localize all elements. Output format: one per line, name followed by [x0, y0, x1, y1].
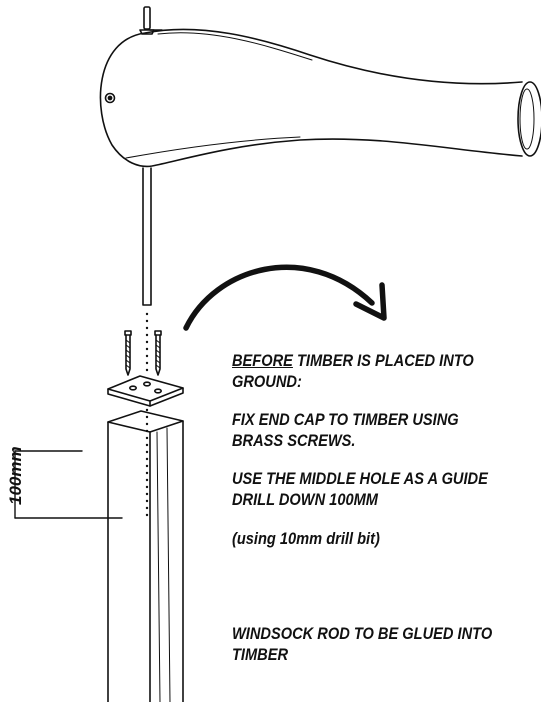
instruction-step-3-line1: USE THE MIDDLE HOLE AS A GUIDE — [232, 469, 488, 488]
windsock-top-spigot — [139, 6, 163, 35]
instruction-step-2-line1: FIX END CAP TO TIMBER USING — [232, 410, 459, 429]
end-cap-plate — [107, 375, 184, 407]
instruction-step-5-line2: TIMBER — [232, 645, 289, 664]
drill-guide-dotted-line — [145, 312, 149, 517]
instruction-step-1-text: TIMBER IS PLACED INTO — [292, 351, 474, 370]
windsock-body — [99, 28, 541, 168]
instruction-step-3-line2: DRILL DOWN 100MM — [232, 490, 378, 509]
dimension-label: 100mm — [6, 446, 25, 505]
instruction-step-1-line2: GROUND: — [232, 372, 302, 391]
instruction-step-4: (using 10mm drill bit) — [232, 529, 380, 548]
brass-screw-right — [154, 330, 162, 376]
instruction-before-underlined: BEFORE — [232, 351, 293, 370]
instruction-step-2-line2: BRASS SCREWS. — [232, 431, 356, 450]
instruction-step-1: BEFORE TIMBER IS PLACED INTO — [232, 350, 474, 371]
instruction-step-5-line1: WINDSOCK ROD TO BE GLUED INTO — [232, 624, 493, 643]
brass-screw-left — [124, 330, 132, 376]
timber-post — [107, 410, 184, 702]
curved-arrow — [183, 264, 387, 331]
dimension-marker — [14, 450, 123, 519]
windsock-rod — [142, 167, 152, 306]
